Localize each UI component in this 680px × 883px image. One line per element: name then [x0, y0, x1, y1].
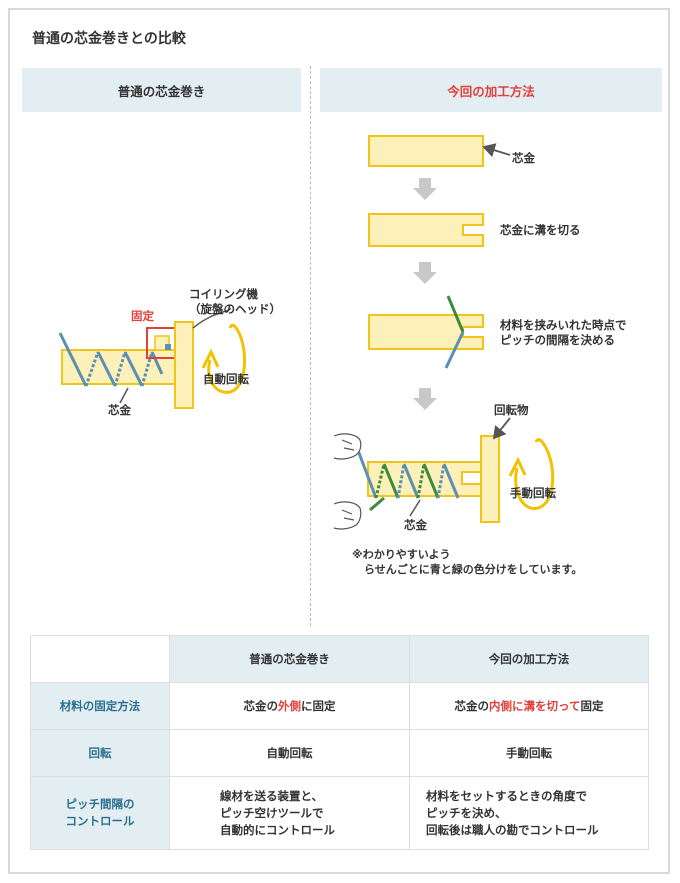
left-auto-rotation-arrow — [201, 323, 247, 394]
coil-machine-line-2: （旋盤のヘッド） — [189, 302, 281, 316]
column-divider — [310, 66, 311, 626]
fixing-right-post: 固定 — [580, 699, 604, 713]
cell-fixing-left: 芯金の外側に固定 — [169, 682, 410, 730]
table-header-left: 普通の芯金巻き — [169, 635, 410, 683]
left-core-pointer — [119, 387, 129, 404]
flow-arrow-1 — [413, 178, 437, 200]
process-diagram — [58, 135, 555, 530]
cell-fixing-right: 芯金の内側に溝を切って固定 — [409, 682, 649, 730]
right-manual-rotation-arrow — [508, 438, 555, 510]
table-row: 回転 自動回転 手動回転 — [30, 729, 649, 777]
pitch-left-line-2: ピッチ空けツールで — [220, 805, 324, 820]
hand-icon-bottom — [333, 501, 362, 530]
row-label-pitch: ピッチ間隔の コントロール — [30, 776, 170, 850]
fixing-left-pre: 芯金の — [243, 699, 279, 713]
step3-wire-blue — [444, 331, 465, 369]
step1-core — [368, 135, 484, 167]
fixing-right-pre: 芯金の — [454, 699, 490, 713]
flow-arrow-3 — [413, 388, 437, 410]
right-column-header: 今回の加工方法 — [320, 68, 662, 112]
color-note: ※わかりやすいよう らせんごとに青と緑の色分けをしています。 — [352, 547, 582, 577]
fixing-left-post: に固定 — [301, 699, 336, 713]
coil-machine-line-1: コイリング機 — [189, 287, 258, 301]
chuck-head — [174, 321, 194, 409]
cell-pitch-right: 材料をセットするときの角度で ピッチを決め、 回転後は職人の勘でコントロール — [409, 776, 649, 850]
table-header-right: 今回の加工方法 — [409, 635, 649, 683]
table-row: 材料の固定方法 芯金の外側に固定 芯金の内側に溝を切って固定 — [30, 682, 649, 730]
pitch-left-line-1: 線材を送る装置と、 — [220, 788, 324, 803]
right-core-label: 芯金 — [404, 518, 427, 532]
note-line-2: らせんごとに青と緑の色分けをしています。 — [364, 563, 583, 576]
pitch-left-line-3: 自動的にコントロール — [220, 822, 335, 837]
cell-rotation-left: 自動回転 — [169, 729, 410, 777]
step2-grooved-core — [368, 213, 484, 247]
pitch-right-line-1: 材料をセットするときの角度で — [426, 788, 587, 803]
pitch-label-line-2: コントロール — [65, 814, 135, 828]
step2-label: 芯金に溝を切る — [500, 223, 581, 237]
comparison-table: 普通の芯金巻き 今回の加工方法 材料の固定方法 芯金の外側に固定 芯金の内側に溝… — [30, 635, 649, 850]
note-line-1: ※わかりやすいよう — [352, 548, 451, 561]
hand-icon-top — [333, 433, 362, 460]
cell-rotation-right: 手動回転 — [409, 729, 649, 777]
pitch-right-line-3: 回転後は職人の勘でコントロール — [426, 822, 599, 837]
step3-wire-green — [446, 295, 465, 333]
manual-rotation-label: 手動回転 — [510, 486, 556, 500]
fixing-right-highlight: 内側に溝を切って — [489, 699, 581, 713]
row-label-fixing: 材料の固定方法 — [30, 682, 170, 730]
step4-coil — [354, 444, 460, 512]
left-column-header: 普通の芯金巻き — [22, 68, 301, 112]
fixed-label: 固定 — [131, 309, 154, 323]
flow-arrow-2 — [413, 262, 437, 284]
step1-label: 芯金 — [512, 151, 535, 165]
page-title: 普通の芯金巻きとの比較 — [32, 31, 186, 47]
pitch-label-line-1: ピッチ間隔の — [65, 797, 135, 811]
table-row: ピッチ間隔の コントロール 線材を送る装置と、 ピッチ空けツールで 自動的にコン… — [30, 776, 649, 850]
step4-rotating-head — [480, 435, 500, 523]
coil-machine-label: コイリング機 （旋盤のヘッド） — [189, 287, 281, 317]
table-corner — [30, 635, 170, 683]
rotating-object-label: 回転物 — [494, 403, 529, 417]
fixing-left-highlight: 外側 — [278, 699, 301, 713]
auto-rotation-label: 自動回転 — [203, 372, 249, 386]
step3-core — [368, 314, 484, 350]
left-coil-wire — [58, 332, 164, 387]
row-label-rotation: 回転 — [30, 729, 170, 777]
step3-line-2: ピッチの間隔を決める — [500, 333, 615, 347]
step3-label: 材料を挟みいれた時点で ピッチの間隔を決める — [500, 318, 627, 348]
left-core-label: 芯金 — [108, 403, 131, 417]
step4-core-pointer — [409, 499, 421, 517]
cell-pitch-left: 線材を送る装置と、 ピッチ空けツールで 自動的にコントロール — [169, 776, 410, 850]
pitch-right-line-2: ピッチを決め、 — [426, 805, 507, 820]
step3-line-1: 材料を挟みいれた時点で — [500, 318, 627, 332]
